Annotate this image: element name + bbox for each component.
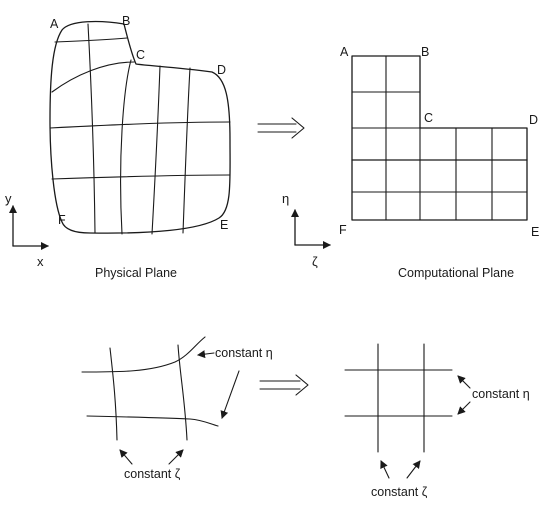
physical-corner-f: F	[58, 213, 66, 227]
rect-constant-zeta-arrow-right	[406, 460, 421, 479]
physical-axis-y-label: y	[5, 191, 12, 206]
bottom-transform-arrow	[259, 374, 309, 396]
bottom-right-constant-zeta-label: constant ζ	[371, 485, 428, 499]
curve-zeta-right	[177, 344, 188, 441]
top-transform-arrow	[257, 117, 305, 139]
rect-constant-eta-arrow-1	[457, 375, 471, 389]
computational-corner-d: D	[529, 113, 538, 127]
physical-corner-c: C	[136, 48, 145, 62]
physical-zeta-line-4	[182, 67, 191, 234]
physical-zeta-line-3	[151, 65, 161, 235]
computational-boundary	[351, 55, 528, 221]
physical-eta-line-4	[51, 174, 231, 180]
bottom-left-constant-eta-label: constant η	[215, 346, 273, 360]
constant-eta-arrow-2	[220, 370, 240, 419]
curvilinear-lines-detail: constant η constant ζ	[81, 336, 273, 481]
physical-corner-a: A	[50, 17, 59, 31]
rect-constant-zeta-arrow-left	[380, 460, 390, 479]
physical-boundary	[49, 20, 231, 234]
physical-corner-e: E	[220, 218, 228, 232]
physical-axis-x-label: x	[37, 254, 44, 269]
computational-axis-zeta-label: ζ	[312, 254, 318, 269]
curve-eta-upper	[81, 336, 206, 373]
physical-plane-caption: Physical Plane	[95, 266, 177, 280]
computational-plane-caption: Computational Plane	[398, 266, 514, 280]
computational-corner-e: E	[531, 225, 539, 239]
computational-corner-a: A	[340, 45, 349, 59]
physical-zeta-line-1	[87, 23, 96, 234]
constant-eta-arrow-1	[197, 350, 215, 359]
physical-zeta-line-2	[120, 59, 132, 235]
physical-corner-b: B	[122, 14, 130, 28]
computational-corner-f: F	[339, 223, 347, 237]
constant-zeta-arrow-right	[168, 449, 184, 465]
computational-plane: A B C D E F η ζ Computational Plane	[282, 45, 539, 280]
computational-corner-c: C	[424, 111, 433, 125]
physical-eta-line-2	[51, 61, 135, 93]
computational-axis-eta-label: η	[282, 191, 289, 206]
computational-corner-b: B	[421, 45, 429, 59]
rectilinear-lines-detail: constant η constant ζ	[344, 343, 530, 499]
curve-eta-lower	[86, 415, 219, 427]
physical-corner-d: D	[217, 63, 226, 77]
constant-zeta-arrow-left	[119, 449, 133, 465]
bottom-right-constant-eta-label: constant η	[472, 387, 530, 401]
bottom-left-constant-zeta-label: constant ζ	[124, 467, 181, 481]
physical-eta-line-3	[49, 121, 231, 129]
rect-constant-eta-arrow-2	[457, 401, 471, 415]
physical-plane: A B C D E F y x Physical Plane	[5, 14, 231, 280]
curve-zeta-left	[109, 347, 118, 441]
physical-eta-line-1	[54, 37, 128, 43]
